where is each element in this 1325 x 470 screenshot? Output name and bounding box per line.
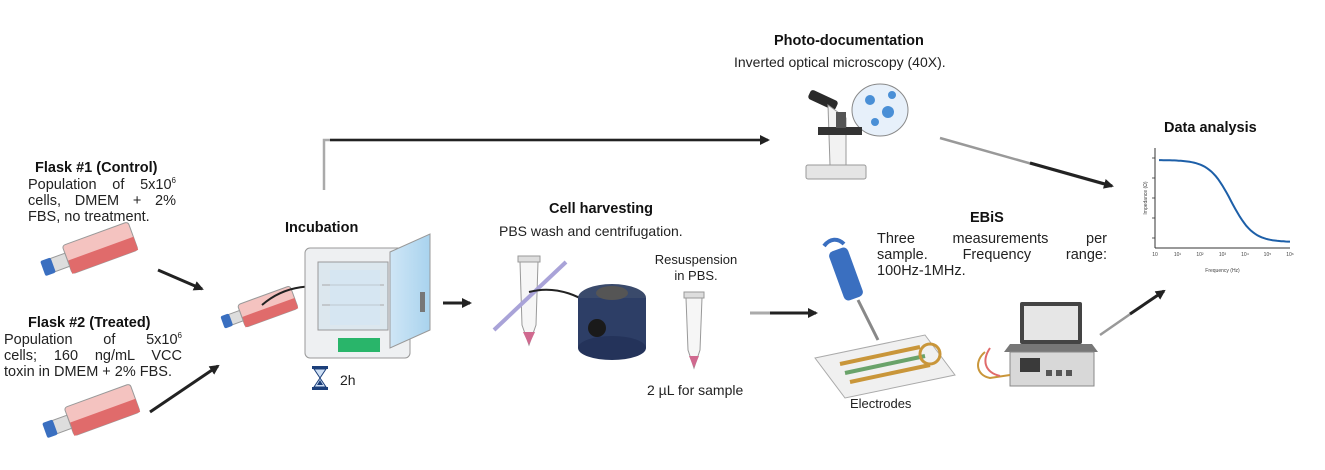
- flask-icon: [42, 384, 141, 438]
- arrows: [149, 135, 1166, 414]
- pipette-icon: [822, 237, 880, 341]
- photo-title: Photo-documentation: [774, 33, 924, 49]
- resuspension-label: Resuspension in PBS.: [654, 252, 738, 283]
- centrifuge-icon: [578, 284, 646, 360]
- flask1-title: Flask #1 (Control): [35, 160, 158, 176]
- chart-series-line: [1159, 159, 1290, 243]
- arrow-flask1-to-incubation: [157, 268, 204, 291]
- flask1-description: Population of 5x106 cells, DMEM + 2% FBS…: [28, 176, 176, 226]
- chart-x-tick-label: 10⁶: [1286, 252, 1294, 258]
- chart-x-tick-label: 10¹: [1174, 252, 1182, 258]
- flask-icon: [220, 286, 299, 329]
- chart-x-tick-label: 10³: [1219, 252, 1227, 258]
- flask2-title: Flask #2 (Treated): [28, 315, 151, 331]
- analyzer-icon: [1009, 351, 1095, 387]
- chart-x-tick-label: 10: [1152, 252, 1158, 258]
- electrode-icon: [814, 334, 956, 399]
- electrodes-label: Electrodes: [850, 396, 912, 411]
- chart-x-tick-label: 10⁴: [1241, 252, 1249, 258]
- arrow-flask2-to-incubation: [149, 364, 220, 414]
- chart-x-tick-label: 10⁵: [1264, 252, 1272, 258]
- chart-x-label: Frequency (Hz): [1205, 268, 1240, 274]
- harvest-title: Cell harvesting: [549, 201, 653, 217]
- incubation-time: 2h: [340, 372, 356, 388]
- hourglass-icon: [312, 366, 328, 390]
- incubator-icon: [304, 233, 431, 359]
- ebis-description: Three measurements per sample. Frequency…: [877, 231, 1107, 279]
- chart-x-tick-label: 10²: [1196, 252, 1204, 258]
- harvest-subtitle: PBS wash and centrifugation.: [499, 223, 683, 239]
- analysis-title: Data analysis: [1164, 120, 1257, 136]
- incubation-title: Incubation: [285, 220, 359, 236]
- chart-y-label: Impedance (Ω): [1143, 181, 1149, 215]
- tube-icon: [683, 291, 705, 370]
- laptop-icon: [1004, 302, 1098, 352]
- ebis-title: EBiS: [970, 210, 1004, 226]
- photo-subtitle: Inverted optical microscopy (40X).: [734, 54, 946, 70]
- arrow-incubation-to-photo: [322, 138, 762, 190]
- flask2-description: Population of 5x106 cells; 160 ng/mL VCC…: [4, 331, 182, 381]
- impedance-chart: 10 10¹ 10² 10³ 10⁴ 10⁵ 10⁶ Frequency (Hz) Impeda…: [1143, 148, 1294, 274]
- tube-icon: [517, 255, 541, 347]
- sample-volume-label: 2 µL for sample: [647, 382, 744, 398]
- microscope-icon: [805, 83, 909, 180]
- flask-icon: [40, 222, 139, 276]
